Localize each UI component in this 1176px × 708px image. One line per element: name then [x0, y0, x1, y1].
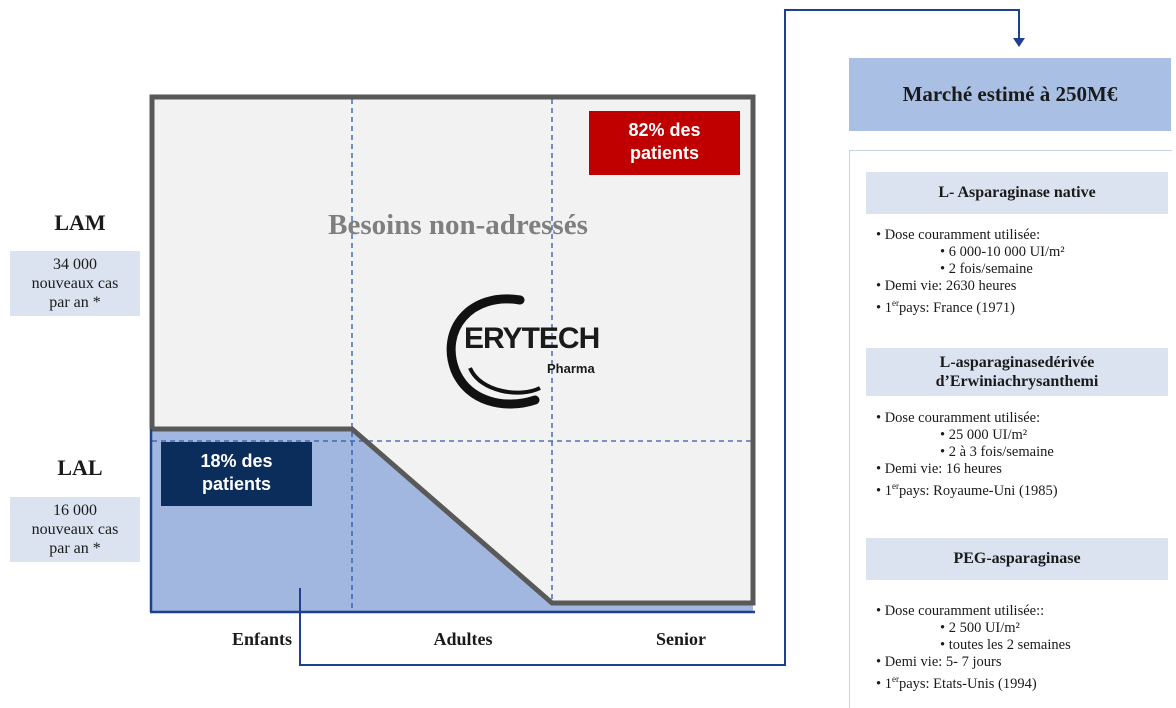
logo-main-text: ERYTECH — [464, 322, 600, 355]
lam-cases-line2: nouveaux cas — [31, 275, 119, 292]
bullet-text: Demi vie: 16 heures — [884, 461, 1002, 477]
bullet-text: toutes les 2 semaines — [948, 637, 1071, 653]
erytech-logo-icon — [446, 294, 541, 409]
lal-cases-box: 16 000 nouveaux cas par an * — [10, 497, 140, 562]
list-item: • 6 000-10 000 UI/m² — [940, 244, 1065, 260]
list-item: • 2 500 UI/m² — [940, 620, 1020, 636]
product-list-erwinia: • Dose couramment utilisée: • 25 000 UI/… — [876, 410, 1168, 500]
badge-top-line1: 82% des — [628, 120, 701, 140]
list-item: • Dose couramment utilisée: — [876, 227, 1041, 243]
bullet-text: Dose couramment utilisée: — [884, 227, 1041, 243]
bullet-sup: er — [891, 298, 899, 308]
badge-82-percent: 82% des patients — [589, 111, 740, 175]
column-label-enfants: Enfants — [231, 629, 293, 649]
bullet-sup: er — [891, 481, 899, 491]
bullet-text: Dose couramment utilisée: — [884, 410, 1041, 426]
badge-18-percent: 18% des patients — [161, 442, 312, 506]
arrow-head-icon — [1013, 38, 1025, 47]
lal-cases-line2: nouveaux cas — [31, 521, 119, 538]
bullet-text: Demi vie: 2630 heures — [884, 278, 1017, 294]
product-header-erwinia-line2: d’Erwiniachrysanthemi — [935, 373, 1099, 390]
badge-bottom-line1: 18% des — [200, 451, 273, 471]
unaddressed-border — [149, 94, 756, 606]
list-item: • Dose couramment utilisée: — [876, 410, 1041, 426]
column-label-senior: Senior — [655, 629, 706, 649]
list-item: • Dose couramment utilisée:: — [876, 603, 1045, 619]
list-item: • 2 à 3 fois/semaine — [940, 444, 1054, 460]
lam-cases-line3: par an * — [49, 294, 101, 311]
list-item: • 1erpays: Etats-Unis (1994) — [876, 674, 1037, 692]
market-estimate-box: Marché estimé à 250M€ — [849, 58, 1171, 131]
bullet-prefix: 1 — [884, 299, 892, 316]
bullet-text: pays: Etats-Unis (1994) — [898, 675, 1037, 692]
lal-cases-line3: par an * — [49, 540, 101, 557]
product-header-peg: PEG-asparaginase — [866, 538, 1168, 580]
product-header-erwinia: L-asparaginasedérivée d’Erwiniachrysanth… — [866, 348, 1168, 396]
bullet-text: pays: France (1971) — [898, 299, 1015, 316]
list-item: • Demi vie: 16 heures — [876, 461, 1002, 477]
product-list-native: • Dose couramment utilisée: • 6 000-10 0… — [876, 227, 1168, 317]
connector-line — [299, 9, 1020, 666]
lam-cases-box: 34 000 nouveaux cas par an * — [10, 251, 140, 316]
list-item: • toutes les 2 semaines — [940, 637, 1071, 653]
bullet-text: 2 fois/semaine — [948, 261, 1033, 277]
bullet-text: Dose couramment utilisée:: — [884, 603, 1045, 619]
product-header-native: L- Asparaginase native — [866, 172, 1168, 214]
lal-title: LAL — [57, 455, 103, 480]
dashed-grid — [152, 99, 752, 611]
center-title: Besoins non-adressés — [328, 209, 588, 241]
logo-sub-text: Pharma — [547, 361, 595, 376]
product-header-erwinia-line1: L-asparaginasedérivée — [939, 354, 1095, 371]
bullet-text: pays: Royaume-Uni (1985) — [898, 482, 1058, 499]
list-item: • 2 fois/semaine — [940, 261, 1033, 277]
list-item: • Demi vie: 2630 heures — [876, 278, 1017, 294]
badge-bottom-line2: patients — [201, 474, 271, 494]
products-panel — [849, 150, 1172, 708]
list-item: • Demi vie: 5- 7 jours — [876, 654, 1002, 670]
bullet-text: 2 500 UI/m² — [948, 620, 1020, 636]
list-item: • 25 000 UI/m² — [940, 427, 1028, 443]
badge-top-line2: patients — [629, 143, 699, 163]
bullet-prefix: 1 — [884, 482, 892, 499]
lam-cases-line1: 34 000 — [53, 256, 97, 273]
lal-cases-line1: 16 000 — [53, 502, 97, 519]
bullet-sup: er — [891, 674, 899, 684]
column-label-adultes: Adultes — [433, 629, 493, 649]
bullet-text: 2 à 3 fois/semaine — [948, 444, 1054, 460]
bullet-text: 6 000-10 000 UI/m² — [948, 244, 1065, 260]
list-item: • 1erpays: Royaume-Uni (1985) — [876, 481, 1058, 499]
product-list-peg: • Dose couramment utilisée:: • 2 500 UI/… — [876, 603, 1168, 693]
bullet-prefix: 1 — [884, 675, 892, 692]
list-item: • 1erpays: France (1971) — [876, 298, 1015, 316]
bullet-text: Demi vie: 5- 7 jours — [884, 654, 1002, 670]
bullet-text: 25 000 UI/m² — [948, 427, 1028, 443]
lam-title: LAM — [54, 210, 106, 235]
